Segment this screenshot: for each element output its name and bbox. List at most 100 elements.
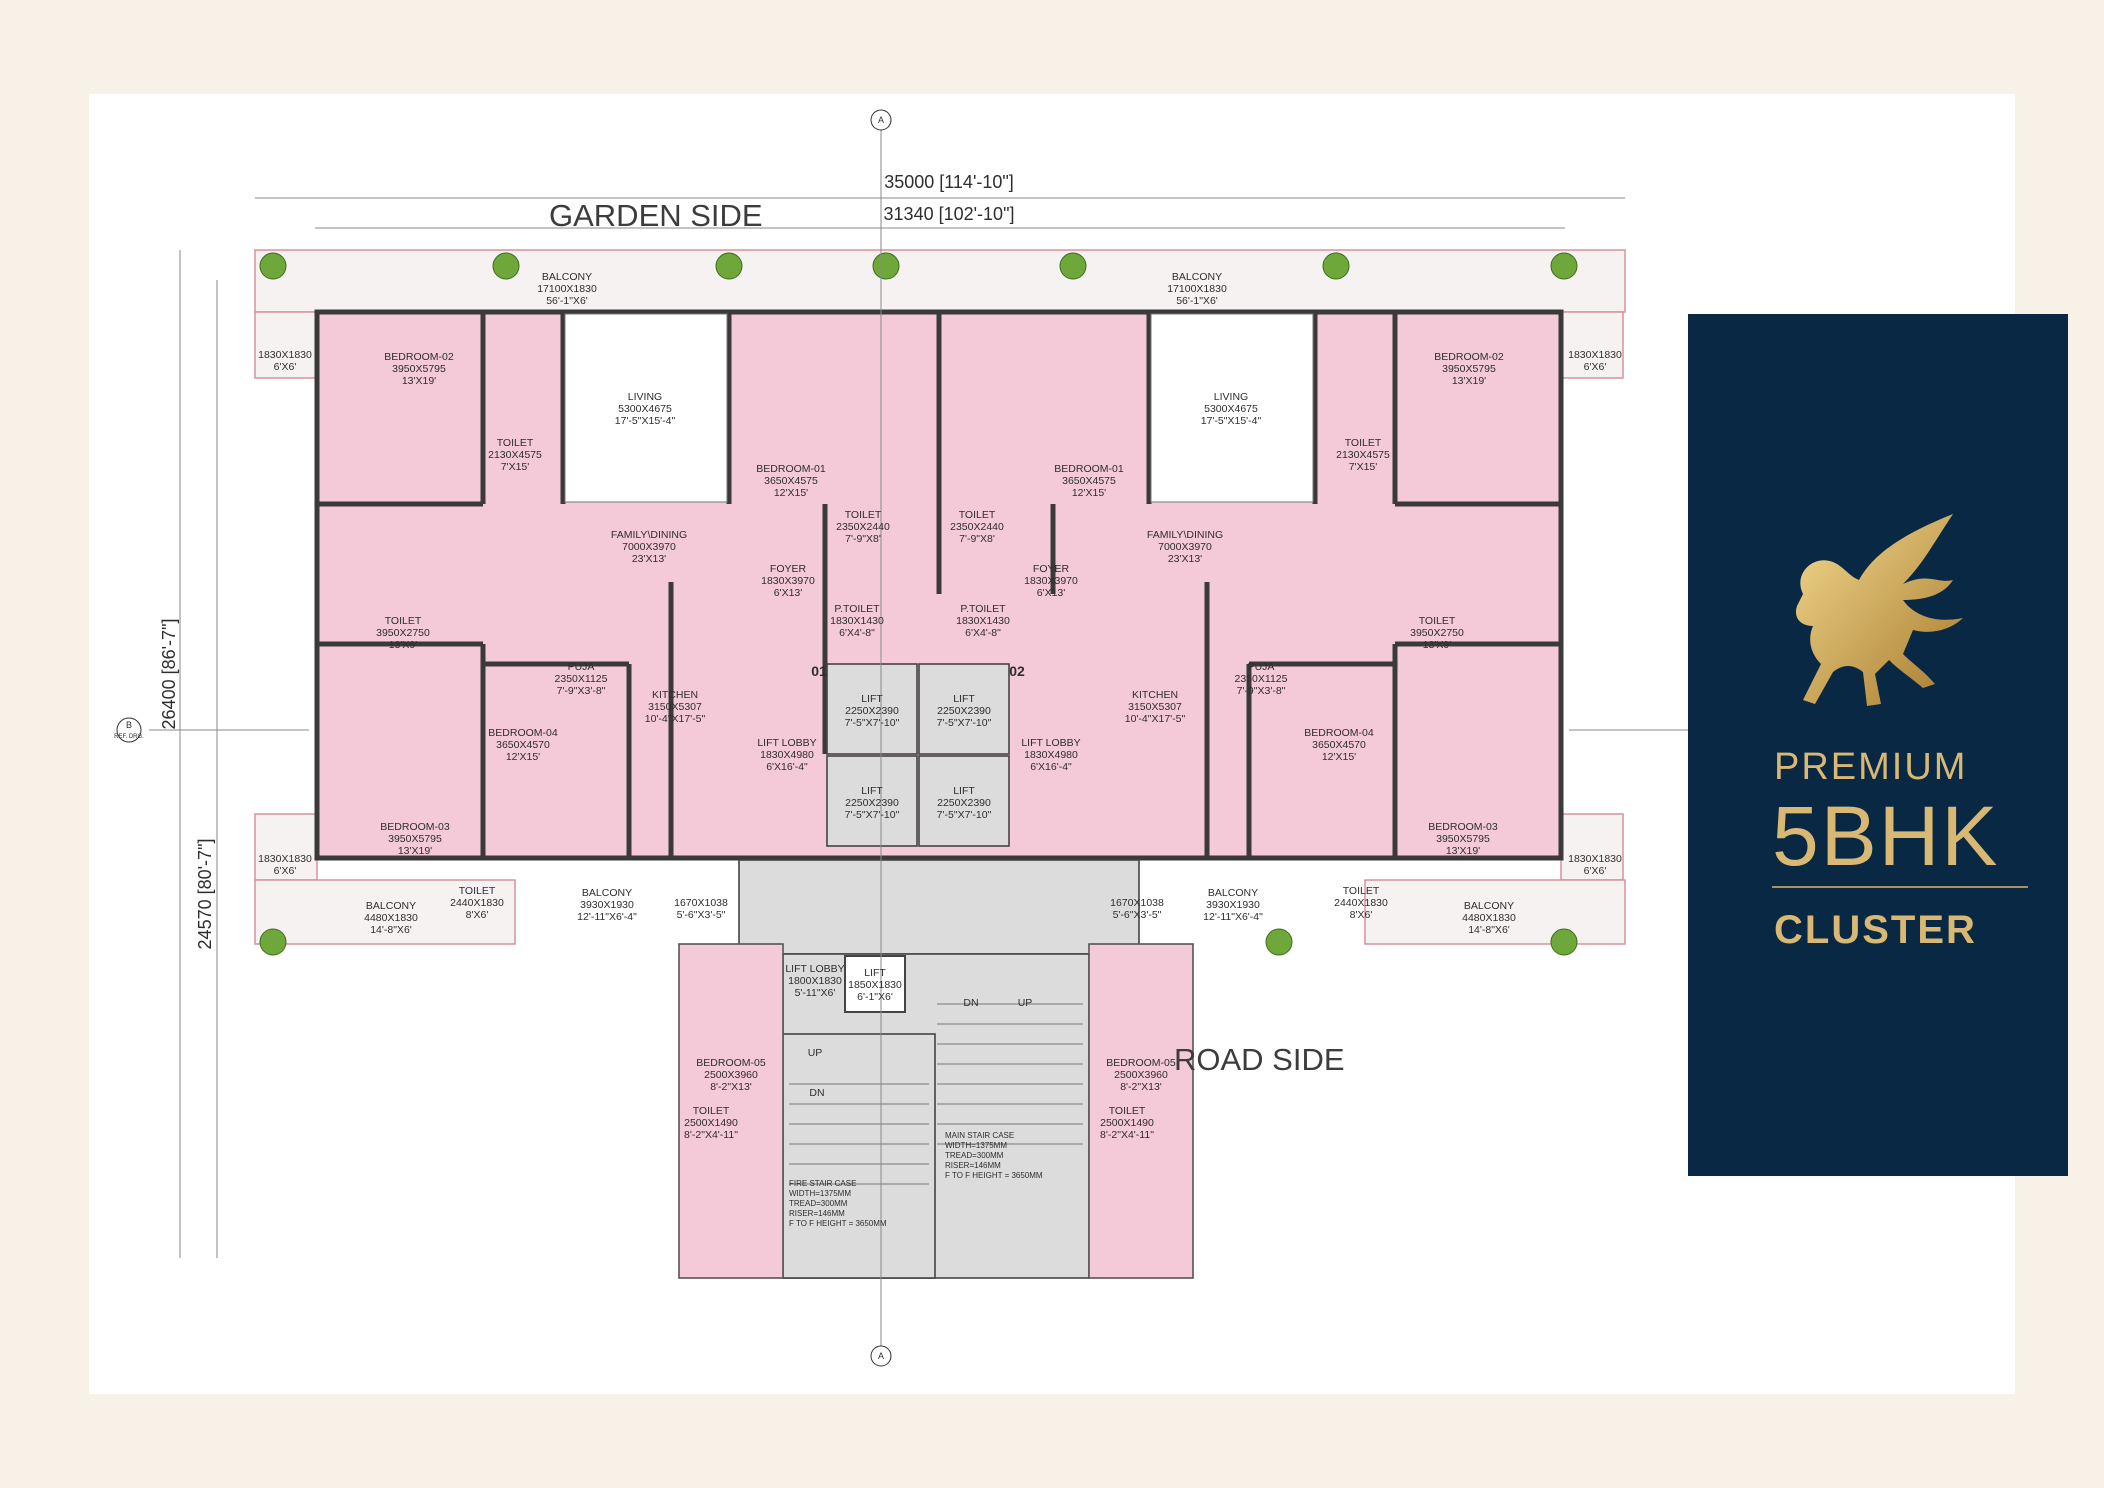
plan-text: FAMILY\DINING	[611, 529, 687, 541]
foyer-right-label: FOYER 1830X3970 6'X13'	[1024, 563, 1078, 599]
plan-text: BALCONY	[1464, 900, 1514, 912]
plan-shape	[1059, 252, 1087, 280]
section-b-left-marker: B REF. DRG.	[114, 717, 144, 743]
plan-text: 56'-1"X6'	[546, 295, 588, 307]
plan-text: TOILET	[385, 615, 422, 627]
plan-text: BEDROOM-02	[384, 351, 454, 363]
plan-text: 13'X9'	[389, 639, 418, 651]
plan-text: 3930X1930	[1206, 899, 1260, 911]
toilet-br3-labels: TOILET 2440X1830 8'X6' TOILET 2440X1830 …	[450, 885, 1388, 921]
plan-text: 1850X1830	[848, 979, 902, 991]
foyer-left-label: FOYER 1830X3970 6'X13'	[761, 563, 815, 599]
plan-text: 7000X3970	[1158, 541, 1212, 553]
plan-text: 7'X15'	[1349, 461, 1378, 473]
family-right-label: FAMILY\DINING 7000X3970 23'X13'	[1147, 529, 1223, 565]
plan-text: 12'X15'	[1072, 487, 1106, 499]
plan-text: TOILET	[845, 509, 882, 521]
panel-premium-label: PREMIUM	[1774, 746, 1968, 788]
living-right-label: LIVING 5300X4675 17'-5"X15'-4"	[1201, 391, 1262, 427]
bedroom05-labels: BEDROOM-05 2500X3960 8'-2"X13' BEDROOM-0…	[696, 1057, 1176, 1093]
side-balcony-right	[1560, 311, 1624, 379]
toilet-b1-right-label: TOILET 2350X2440 7'-9"X8'	[950, 509, 1004, 545]
balcony-br4-labels: BALCONY 3930X1930 12'-11"X6'-4" BALCONY …	[577, 887, 1263, 923]
plan-text: 1800X1830	[788, 975, 842, 987]
dim-left-inner: 24570 [80'-7"]	[195, 839, 215, 950]
plan-text: LIVING	[1214, 391, 1248, 403]
plan-text: 5'-6"X3'-5"	[1113, 909, 1162, 921]
plan-text: 13'X9'	[1423, 639, 1452, 651]
garden-side-label: GARDEN SIDE	[549, 198, 763, 233]
plan-shape	[870, 109, 892, 131]
bedroom05-left	[678, 943, 784, 1279]
plan-text: TOILET	[459, 885, 496, 897]
plan-shape	[715, 252, 743, 280]
plan-text: BEDROOM-03	[380, 821, 450, 833]
plan-text: 8'-2"X13'	[710, 1081, 752, 1093]
living-left-label: LIVING 5300X4675 17'-5"X15'-4"	[615, 391, 676, 427]
plan-text: UP	[808, 1047, 823, 1059]
plan-text: 3650X4570	[496, 739, 550, 751]
lift-lobby-left-label: LIFT LOBBY 1830X4980 6'X16'-4"	[757, 737, 816, 773]
plan-text: F TO F HEIGHT = 3650MM	[945, 1171, 1043, 1180]
plan-shape	[918, 663, 1010, 755]
plan-text: 2130X4575	[488, 449, 542, 461]
lower-core-labels: LIFT LOBBY 1800X1830 5'-11"X6' LIFT 1850…	[785, 963, 1032, 1099]
plan-text: 1830X1430	[956, 615, 1010, 627]
plan-text: RISER=146MM	[945, 1161, 1001, 1170]
plan-shape	[1550, 252, 1578, 280]
living-right	[1150, 313, 1314, 503]
section-b-label: B	[126, 720, 132, 730]
lift-small	[844, 955, 906, 1013]
plan-text: 7'-5"X7'-10"	[937, 717, 992, 729]
plan-shape	[116, 717, 142, 743]
side-balcony-left	[254, 311, 318, 379]
plan-text: 1830X3970	[761, 575, 815, 587]
plan-text: FOYER	[770, 563, 807, 575]
bedroom01-right-label: BEDROOM-01 3650X4575 12'X15'	[1054, 463, 1124, 499]
fire-stair	[782, 1033, 936, 1279]
plan-text: LIFT LOBBY	[1021, 737, 1080, 749]
puja-left-label: PUJA 2350X1125 7'-9"X3'-8"	[555, 661, 608, 697]
plan-text: TOILET	[959, 509, 996, 521]
bedroom03-right-label: BEDROOM-03 3950X5795 13'X19'	[1428, 821, 1498, 857]
plan-text: BEDROOM-02	[1434, 351, 1504, 363]
plan-text: FOYER	[1033, 563, 1070, 575]
plan-text: FAMILY\DINING	[1147, 529, 1223, 541]
plan-text: 1830X4980	[760, 749, 814, 761]
plan-text: LIFT LOBBY	[757, 737, 816, 749]
bal-small-labels: 1830X1830 6'X6' 1830X1830 6'X6' 1830X183…	[258, 349, 1622, 877]
flat-01-label: 01	[811, 663, 827, 679]
plan-text: 1830X3970	[1024, 575, 1078, 587]
plan-text: 3150X5307	[1128, 701, 1182, 713]
plan-text: 3950X5795	[392, 363, 446, 375]
flat-02-label: 02	[1009, 663, 1025, 679]
plan-text: 7'-5"X7'-10"	[845, 809, 900, 821]
plan-text: BEDROOM-04	[1304, 727, 1374, 739]
plan-text: 6'X6'	[1584, 865, 1607, 877]
plan-text: 1830X1830	[258, 853, 312, 865]
plan-text: 2350X1125	[1235, 673, 1288, 685]
plan-text: 2500X1490	[684, 1117, 738, 1129]
kitchen-left-label: KITCHEN 3150X5307 10'-4"X17'-5"	[645, 689, 706, 725]
plan-text: 5300X4675	[1204, 403, 1258, 415]
brand-panel: PREMIUM 5BHK CLUSTER	[1688, 314, 2068, 1176]
panel-cluster-label: CLUSTER	[1774, 908, 1977, 952]
section-a-bottom-marker: A	[870, 1345, 892, 1367]
plan-text: 10'-4"X17'-5"	[645, 713, 706, 725]
plan-text: 8'X6'	[1350, 909, 1373, 921]
living-left	[564, 313, 728, 503]
section-a-top-marker: A	[870, 109, 892, 131]
plan-shape	[826, 663, 918, 755]
plan-text: 3950X5795	[1442, 363, 1496, 375]
plan-text: 4480X1830	[364, 912, 418, 924]
plan-text: WIDTH=1375MM	[789, 1189, 851, 1198]
plan-text: TOILET	[497, 437, 534, 449]
plan-text: 2250X2390	[845, 705, 899, 717]
plan-text: 2130X4575	[1336, 449, 1390, 461]
plan-text: 7'-5"X7'-10"	[937, 809, 992, 821]
dim-left-overall: 26400 [86'-7"]	[159, 619, 179, 730]
plan-text: TOILET	[1345, 437, 1382, 449]
lift-lobby-right-label: LIFT LOBBY 1830X4980 6'X16'-4"	[1021, 737, 1080, 773]
bedroom03-left-label: BEDROOM-03 3950X5795 13'X19'	[380, 821, 450, 857]
plan-text: 1830X4980	[1024, 749, 1078, 761]
